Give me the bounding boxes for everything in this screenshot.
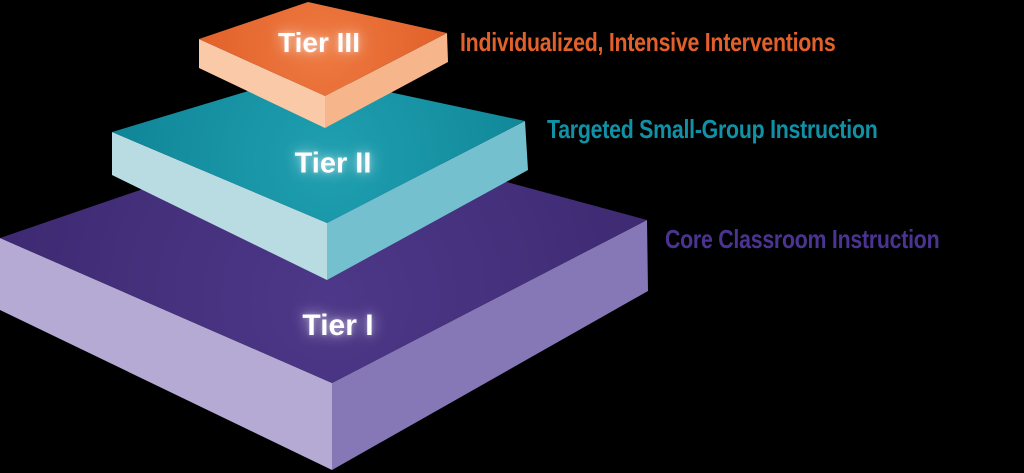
- tier-1-right-face: [332, 220, 648, 470]
- tier-3-left-face: [199, 39, 325, 128]
- tier-3-annotation: Individualized, Intensive Interventions: [460, 27, 836, 57]
- tier-3-right-face: [325, 33, 448, 128]
- tier-2-right-face: [327, 121, 528, 280]
- tier-3-label: Tier III: [278, 27, 360, 58]
- tier-2-annotation: Targeted Small-Group Instruction: [547, 114, 878, 144]
- tier-2-label: Tier II: [294, 147, 372, 180]
- tier-1-annotation: Core Classroom Instruction: [665, 224, 940, 254]
- tier-2-top-face: [112, 74, 525, 223]
- tier-3-top-face: [199, 2, 447, 96]
- tier-3-slab: [199, 2, 448, 128]
- tier-2-slab: [112, 74, 528, 280]
- tier-1-label: Tier I: [302, 309, 374, 342]
- tier-2-left-face: [112, 132, 327, 280]
- tier-1-left-face: [0, 238, 332, 470]
